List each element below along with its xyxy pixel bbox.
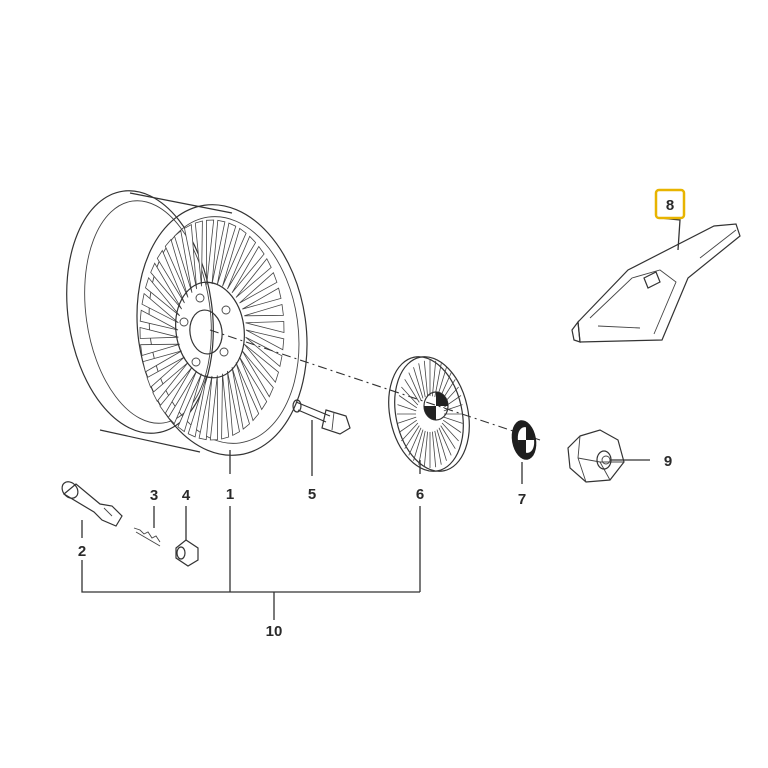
wheel-spoke — [184, 223, 197, 290]
hub-cap-ridge — [408, 372, 422, 401]
wheel-spoke — [221, 373, 230, 440]
callout-3: 3 — [150, 487, 158, 504]
wheel-spoke — [140, 343, 180, 357]
callout-8-highlight: 8 — [654, 188, 686, 220]
wheel-spoke — [167, 370, 197, 425]
hub-cap-ridge — [443, 404, 463, 412]
hub-cap-part-6 — [388, 356, 470, 472]
hub-cap-ridge — [441, 422, 459, 442]
wheel-spoke — [206, 219, 215, 285]
hub-cap-ridge — [423, 431, 428, 468]
hub-cap-ridge — [434, 430, 442, 465]
wheel-spoke — [222, 227, 247, 287]
valve-part-2 — [61, 481, 123, 527]
hub-cap-ridge — [438, 427, 452, 456]
wheel-spoke — [235, 257, 272, 298]
hub-cap-ridge — [408, 427, 422, 456]
wheel-spoke — [227, 235, 257, 290]
wheel-spoke — [164, 238, 189, 298]
hub-cap-ridge — [397, 416, 417, 424]
wheel-spoke — [243, 343, 279, 384]
callout-9: 9 — [664, 453, 672, 470]
wheel-bolt-part-5 — [292, 399, 351, 435]
wheel-spoke — [235, 362, 260, 422]
leader-lines — [81, 217, 681, 620]
wheel-spoke — [174, 230, 193, 293]
callout-2: 2 — [78, 543, 86, 560]
callout-10: 10 — [266, 623, 283, 640]
hub-cap-ridge — [432, 431, 437, 468]
hub-cap-ridge — [398, 419, 418, 433]
callout-7: 7 — [518, 491, 526, 508]
callout-6: 6 — [416, 486, 424, 503]
wheel-spoke — [211, 219, 226, 285]
callout-1: 1 — [226, 486, 234, 503]
hub-cap-ridge — [404, 425, 420, 449]
hub-cap-ridge — [401, 386, 419, 406]
hub-cap-ridge — [418, 430, 426, 465]
hub-cap-ridge — [413, 429, 424, 461]
wheel-rim-part-1 — [66, 190, 308, 456]
wheel-spokes — [139, 219, 285, 441]
wheel-spoke — [242, 287, 282, 310]
hub-cap-ridge — [432, 360, 437, 397]
wheel-spoke — [159, 366, 193, 415]
hub-cap-ridge — [401, 422, 419, 442]
wheel-spoke — [231, 245, 265, 294]
wheel-spoke — [239, 272, 278, 304]
wheel-spoke — [241, 350, 274, 398]
wheel-spoke — [141, 292, 179, 324]
tool-part-8 — [571, 223, 741, 343]
wheel-spoke — [216, 222, 237, 285]
hub-cap-ridge — [443, 416, 463, 424]
wheel-spoke — [209, 375, 218, 441]
wheel-spoke — [150, 262, 183, 310]
wheel-spoke — [146, 356, 185, 388]
hub-cap-ridge — [418, 363, 426, 398]
wheel-spoke — [156, 249, 185, 304]
wheel-spoke — [187, 375, 208, 438]
wheel-spoke — [194, 220, 203, 287]
hub-cap-ridge — [423, 360, 428, 397]
callout-8: 8 — [666, 197, 674, 214]
wheel-spoke — [244, 303, 284, 317]
wheel-spoke — [231, 367, 250, 430]
hub-cap-ridge — [404, 379, 420, 403]
callout-4: 4 — [182, 487, 191, 504]
hub-cap-ridge — [397, 404, 417, 412]
wheel-spoke — [227, 370, 240, 437]
hub-cap-ridge — [442, 419, 462, 433]
wheel-spoke — [142, 350, 182, 373]
hub-cap-ridge — [413, 367, 424, 399]
wheel-nut-part-9 — [567, 429, 625, 483]
wheel-spoke — [245, 329, 285, 351]
wheel-spoke — [239, 356, 268, 411]
callout-5: 5 — [308, 486, 316, 503]
wheel-spoke — [245, 321, 285, 334]
wheel-spoke — [198, 375, 213, 441]
wheel-spoke — [139, 309, 179, 331]
valve-cap-part-4 — [175, 539, 199, 567]
wheel-spoke — [139, 326, 179, 339]
wheel-spoke — [177, 373, 202, 433]
wheel-spoke — [152, 362, 189, 403]
emblem-part-7 — [511, 420, 537, 460]
hub-cap-ridge — [398, 395, 418, 409]
valve-core-part-3 — [133, 527, 161, 547]
hub-cap-ridge — [440, 425, 456, 449]
hub-cap-ridge — [436, 429, 447, 461]
center-axis-line — [209, 329, 541, 441]
wheel-spoke — [145, 276, 181, 317]
